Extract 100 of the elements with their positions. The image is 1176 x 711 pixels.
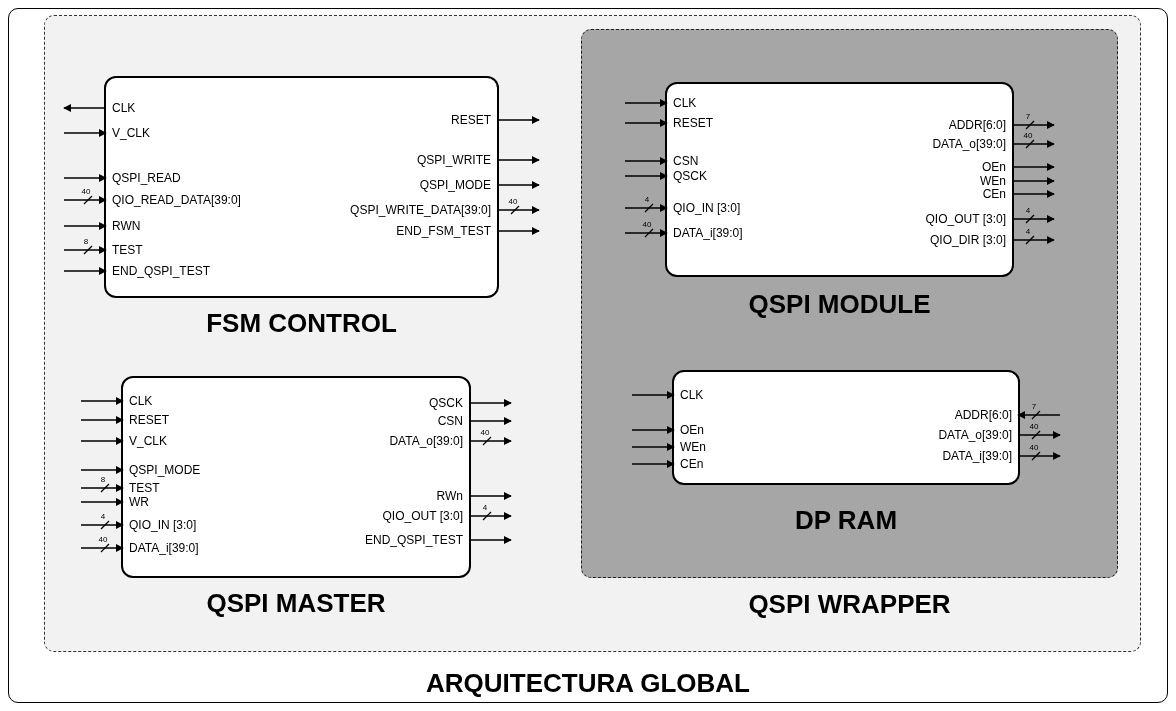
signal-arrow [624, 119, 668, 127]
block-title: QSPI MODULE [747, 289, 932, 319]
bus-width-label: 8 [100, 475, 106, 484]
signal-arrow [468, 437, 512, 445]
signal-arrow [496, 206, 540, 214]
pin-label: DATA_i[39:0] [667, 226, 743, 240]
pin-label: ADDR[6:0] [954, 408, 1018, 422]
signal-arrow [624, 157, 668, 165]
pin-label: QSPI_WRITE_DATA[39:0] [350, 203, 497, 217]
block-title: QSPI MASTER [205, 588, 387, 618]
signal-arrow [631, 460, 675, 468]
bus-width-label: 40 [1023, 131, 1033, 140]
signal-arrow [1011, 121, 1055, 129]
pin-label: RWN [106, 219, 141, 233]
bus-width-label: 40 [1029, 443, 1039, 452]
bus-width-label: 4 [1025, 206, 1031, 215]
pin-label: CSN [667, 154, 699, 168]
pin-label: QIO_READ_DATA[39:0] [106, 193, 241, 207]
pin-label: WEn [980, 174, 1012, 188]
pin-label: DATA_i[39:0] [942, 449, 1018, 463]
bus-width-label: 7 [1031, 402, 1037, 411]
pin-label: TEST [106, 243, 143, 257]
signal-arrow [1011, 215, 1055, 223]
pin-label: RESET [123, 413, 169, 427]
signal-arrow [63, 222, 107, 230]
signal-arrow [624, 204, 668, 212]
pin-label: DATA_i[39:0] [123, 541, 199, 555]
pin-label: QIO_IN [3:0] [123, 518, 197, 532]
signal-arrow [80, 416, 124, 424]
signal-arrow [496, 181, 540, 189]
signal-arrow [1011, 177, 1055, 185]
signal-arrow [1017, 431, 1061, 439]
pin-label: TEST [123, 481, 160, 495]
bus-width-label: 7 [1025, 112, 1031, 121]
pin-label: OEn [982, 160, 1012, 174]
pin-label: V_CLK [123, 434, 168, 448]
bus-width-label: 40 [508, 197, 518, 206]
pin-label: OEn [674, 423, 704, 437]
bus-width-label: 8 [83, 237, 89, 246]
pin-label: WR [123, 495, 149, 509]
signal-arrow [1017, 452, 1061, 460]
pin-label: DATA_o[39:0] [938, 428, 1018, 442]
signal-arrow [1011, 140, 1055, 148]
bus-width-label: 40 [480, 428, 490, 437]
signal-arrow [496, 116, 540, 124]
pin-label: QSPI_MODE [123, 463, 201, 477]
pin-label: QSPI_WRITE [417, 153, 497, 167]
signal-arrow [496, 227, 540, 235]
pin-label: END_QSPI_TEST [364, 533, 469, 547]
pin-label: CLK [106, 101, 136, 115]
signal-arrow [80, 498, 124, 506]
signal-arrow [63, 174, 107, 182]
signal-arrow [468, 399, 512, 407]
pin-label: CLK [123, 394, 153, 408]
signal-arrow [1011, 190, 1055, 198]
pin-label: RWn [436, 489, 469, 503]
pin-label: QIO_DIR [3:0] [929, 233, 1012, 247]
pin-label: CLK [674, 388, 704, 402]
bus-width-label: 4 [644, 195, 650, 204]
pin-label: DATA_o[39:0] [932, 137, 1012, 151]
pin-label: CEn [982, 187, 1012, 201]
signal-arrow [631, 443, 675, 451]
pin-label: QSCK [667, 169, 707, 183]
signal-arrow [80, 397, 124, 405]
signal-arrow [1011, 236, 1055, 244]
block-title: ARQUITECTURA GLOBAL [425, 668, 751, 698]
pin-label: END_QSPI_TEST [106, 264, 211, 278]
signal-arrow [63, 246, 107, 254]
pin-label: DATA_o[39:0] [389, 434, 469, 448]
bus-width-label: 4 [1025, 227, 1031, 236]
signal-arrow [496, 156, 540, 164]
signal-arrow [468, 492, 512, 500]
signal-arrow [63, 267, 107, 275]
block-title: DP RAM [793, 505, 899, 535]
signal-arrow [624, 229, 668, 237]
signal-arrow [468, 536, 512, 544]
signal-arrow [80, 466, 124, 474]
bus-width-label: 4 [482, 503, 488, 512]
signal-arrow [624, 172, 668, 180]
signal-arrow [1011, 163, 1055, 171]
signal-arrow [468, 417, 512, 425]
signal-arrow [63, 196, 107, 204]
block-title: QSPI WRAPPER [747, 589, 952, 619]
pin-label: END_FSM_TEST [396, 224, 497, 238]
signal-arrow [63, 104, 107, 112]
pin-label: ADDR[6:0] [948, 118, 1012, 132]
pin-label: QIO_IN [3:0] [667, 201, 741, 215]
signal-arrow [624, 99, 668, 107]
pin-label: QIO_OUT [3:0] [382, 509, 469, 523]
signal-arrow [80, 484, 124, 492]
bus-width-label: 40 [1029, 422, 1039, 431]
pin-label: V_CLK [106, 126, 151, 140]
signal-arrow [1017, 411, 1061, 419]
block-title: FSM CONTROL [205, 308, 398, 338]
signal-arrow [80, 544, 124, 552]
bus-width-label: 4 [100, 512, 106, 521]
signal-arrow [80, 437, 124, 445]
bus-width-label: 40 [98, 535, 108, 544]
pin-label: CEn [674, 457, 704, 471]
pin-label: RESET [667, 116, 713, 130]
